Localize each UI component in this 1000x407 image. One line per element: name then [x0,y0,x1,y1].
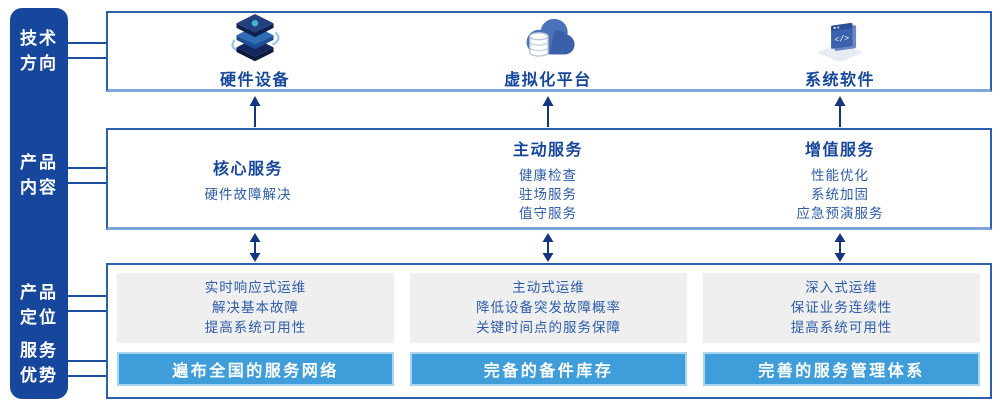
arrow-up-down-icon [542,233,554,262]
service-item: 系统加固 [811,186,869,202]
positioning-panel: 实时响应式运维 解决基本故障 提高系统可用性 [117,273,394,343]
positioning-column: 深入式运维 保证业务连续性 提高系统可用性 完善的服务管理体系 [703,263,980,399]
sidebar-label-line: 优势 [20,366,58,385]
service-item: 驻场服务 [519,186,577,202]
service-item: 健康检查 [519,167,577,183]
connector-line [68,167,107,169]
arrow-up-down-icon [249,233,261,262]
service-column-value-added: 增值服务 性能优化 系统加固 应急预演服务 [700,128,980,230]
sidebar-label-line: 技术 [20,29,58,48]
service-item: 性能优化 [811,167,869,183]
cloud-database-icon [519,14,577,64]
service-item: 应急预演服务 [796,205,884,221]
positioning-line: 降低设备突发故障概率 [476,300,621,315]
positioning-line: 解决基本故障 [212,300,299,315]
sidebar-label-tech-direction: 技术 方向 [10,26,68,76]
sidebar-label-line: 产品 [20,153,58,172]
connector-line [68,310,107,312]
positioning-panel: 深入式运维 保证业务连续性 提高系统可用性 [703,273,980,343]
tech-item-hardware: 硬件设备 [115,11,395,92]
positioning-line: 实时响应式运维 [204,280,307,295]
service-column-proactive: 主动服务 健康检查 驻场服务 值守服务 [408,128,688,230]
positioning-line: 关键时间点的服务保障 [476,320,621,335]
sidebar-label-line: 服务 [20,341,58,360]
sidebar-label-product-content: 产品 内容 [10,150,68,200]
arrow-up-icon [834,96,846,127]
tech-label: 系统软件 [804,71,875,89]
positioning-column: 主动式运维 降低设备突发故障概率 关键时间点的服务保障 完备的备件库存 [410,263,687,399]
advantage-bar: 完备的备件库存 [410,352,687,386]
code-window-icon: </> [813,14,867,64]
positioning-line: 主动式运维 [512,280,585,295]
sidebar-label-line: 产品 [20,283,58,302]
positioning-line: 提高系统可用性 [790,320,893,335]
server-stack-icon [227,13,283,64]
positioning-panel: 主动式运维 降低设备突发故障概率 关键时间点的服务保障 [410,273,687,343]
service-title: 增值服务 [804,141,875,159]
tech-label: 虚拟化平台 [504,71,592,89]
advantage-bar: 遍布全国的服务网络 [117,352,394,386]
connector-line [68,375,107,377]
connector-line [68,182,107,184]
positioning-line: 保证业务连续性 [790,300,893,315]
svg-text:</>: </> [835,34,850,45]
advantage-bar: 完善的服务管理体系 [703,352,980,386]
service-title: 主动服务 [512,141,583,159]
positioning-line: 深入式运维 [805,280,878,295]
sidebar: 技术 方向 产品 内容 产品 定位 服务 优势 [10,8,68,399]
sidebar-label-product-positioning: 产品 定位 [10,280,68,330]
product-content-box [106,128,992,230]
connector-line [68,42,107,44]
arrow-up-icon [542,96,554,127]
arrow-up-down-icon [834,233,846,262]
sidebar-label-line: 内容 [20,178,58,197]
service-item: 硬件故障解决 [204,186,292,202]
connector-line [68,57,107,59]
service-column-core: 核心服务 硬件故障解决 [108,128,388,230]
positioning-line: 提高系统可用性 [204,320,307,335]
sidebar-label-line: 定位 [20,308,58,327]
positioning-column: 实时响应式运维 解决基本故障 提高系统可用性 遍布全国的服务网络 [117,263,394,399]
tech-item-virtualization: 虚拟化平台 [408,11,688,92]
sidebar-label-service-advantage: 服务 优势 [10,338,68,388]
tech-item-system-software: </> 系统软件 [700,11,980,92]
connector-line [68,360,107,362]
service-item: 值守服务 [519,205,577,221]
tech-label: 硬件设备 [219,71,290,89]
arrow-up-icon [249,96,261,127]
service-title: 核心服务 [212,160,283,178]
connector-line [68,295,107,297]
sidebar-label-line: 方向 [20,54,58,73]
